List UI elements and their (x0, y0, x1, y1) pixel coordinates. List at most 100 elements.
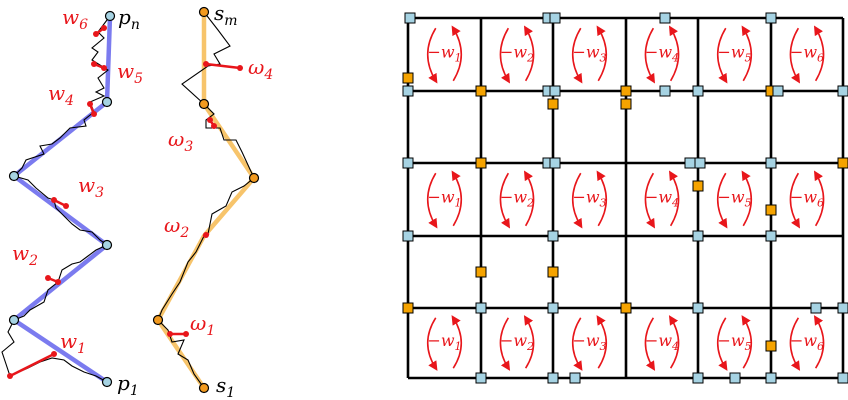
cell-weight-label: −w3 (572, 188, 606, 210)
cell-arrow-left (789, 172, 801, 229)
cell-weight-label: −w5 (717, 43, 751, 65)
grid-square-marker (659, 85, 671, 97)
cell-arrow-right (813, 170, 825, 227)
grid-square-marker (684, 157, 696, 169)
grid-square-marker (837, 85, 848, 97)
cell-arrow-left (571, 317, 583, 371)
grid-square-marker (547, 98, 559, 110)
cell-weight-label: −w2 (500, 331, 534, 353)
grid-panel: −w1 −w2 −w3 −w4 −w5 −w6 −w1 −w2 −w3 −w4 −w5 −w6 −w1 −… (402, 12, 848, 384)
cell-weight-label: −w6 (790, 331, 824, 353)
left-blue-path (11, 13, 113, 385)
grid-square-marker (547, 302, 559, 314)
grid-square-marker (694, 157, 706, 169)
cell-arrow-left (716, 172, 728, 229)
cell-arrow-left (499, 317, 511, 371)
cell-arrow-left (499, 27, 511, 84)
cell-arrow-left (789, 317, 801, 371)
grid-square-marker (547, 372, 559, 384)
cell-arrow-right (523, 315, 535, 369)
grid-square-marker (620, 302, 632, 314)
cell-arrow-right (741, 25, 753, 82)
grid-square-marker (549, 12, 561, 24)
cell-arrow-right (523, 170, 535, 227)
grid-square-marker (402, 230, 414, 242)
cell-arrow-left (571, 27, 583, 84)
cell-weight-label: −w5 (717, 188, 751, 210)
cell-arrow-right (451, 315, 463, 369)
cell-weight-label: −w4 (645, 331, 679, 353)
cell-arrow-right (741, 315, 753, 369)
cell-weight-label: −w3 (572, 43, 606, 65)
label-w2: w2 (12, 241, 38, 269)
grid-square-marker (692, 85, 704, 97)
grid-square-marker (692, 180, 704, 192)
vertex-s1 (198, 382, 210, 394)
cell-arrow-left (644, 172, 656, 229)
grid-square-marker (729, 372, 741, 384)
cell-weight-label: −w2 (500, 188, 534, 210)
grid-square-marker (549, 85, 561, 97)
label-omega2: ω2 (164, 213, 189, 241)
middle-vertices (152, 6, 260, 394)
cell-weight-label: −w1 (427, 188, 461, 210)
left-red-dots (7, 25, 107, 379)
grid-square-marker (547, 266, 559, 278)
cell-weight-label: −w5 (717, 331, 751, 353)
grid-square-marker (765, 340, 777, 352)
grid-square-marker (475, 372, 487, 384)
cell-arrow-left (426, 317, 438, 371)
label-p1: p1 (117, 371, 139, 399)
cell-arrow-left (789, 27, 801, 84)
cell-arrow-left (716, 317, 728, 371)
vertex-sm (198, 6, 210, 18)
label-omega1: ω1 (190, 311, 215, 339)
cell-weight-label: −w1 (427, 331, 461, 353)
cell-weight-label: −w6 (790, 43, 824, 65)
left-black-path (1, 15, 111, 383)
middle-panel: sm s1 ω4 ω3 ω2 ω1 (152, 1, 273, 400)
cell-weight-label: −w4 (645, 43, 679, 65)
label-sm: sm (214, 1, 238, 29)
cell-arrow-left (644, 27, 656, 84)
label-pn: pn (118, 5, 140, 33)
cell-arrow-right (668, 170, 680, 227)
cell-arrow-left (426, 27, 438, 84)
cell-arrow-left (571, 172, 583, 229)
cell-arrow-right (596, 170, 608, 227)
grid-squares (402, 12, 848, 384)
cell-arrow-left (499, 172, 511, 229)
cell-arrow-right (813, 315, 825, 369)
grid-square-marker (765, 12, 777, 24)
label-w1: w1 (60, 329, 86, 357)
grid-square-marker (475, 266, 487, 278)
left-vertices (8, 10, 116, 388)
grid-lines (406, 16, 845, 380)
grid-square-marker (692, 372, 704, 384)
grid-square-marker (547, 230, 559, 242)
cell-weight-label: −w6 (790, 188, 824, 210)
cell-arrow-left (716, 27, 728, 84)
grid-square-marker (620, 98, 632, 110)
grid-square-marker (810, 302, 822, 314)
cell-weight-label: −w3 (572, 331, 606, 353)
cell-arrow-left (426, 172, 438, 229)
cell-weight-label: −w1 (427, 43, 461, 65)
grid-square-marker (475, 302, 487, 314)
grid-square-marker (475, 157, 487, 169)
grid-square-marker (692, 302, 704, 314)
label-w3: w3 (78, 173, 104, 201)
grid-square-marker (837, 372, 848, 384)
grid-square-marker (692, 230, 704, 242)
grid-square-marker (549, 157, 561, 169)
grid-square-marker (659, 12, 671, 24)
left-panel: pn p1 w6 w5 w4 w3 w2 w1 (1, 5, 143, 399)
cell-arrow-right (451, 25, 463, 82)
cell-arrow-right (741, 170, 753, 227)
cell-arrow-right (451, 170, 463, 227)
grid-square-marker (402, 72, 414, 84)
label-w5: w5 (117, 59, 143, 87)
cell-arrow-right (596, 315, 608, 369)
grid-square-marker (765, 372, 777, 384)
